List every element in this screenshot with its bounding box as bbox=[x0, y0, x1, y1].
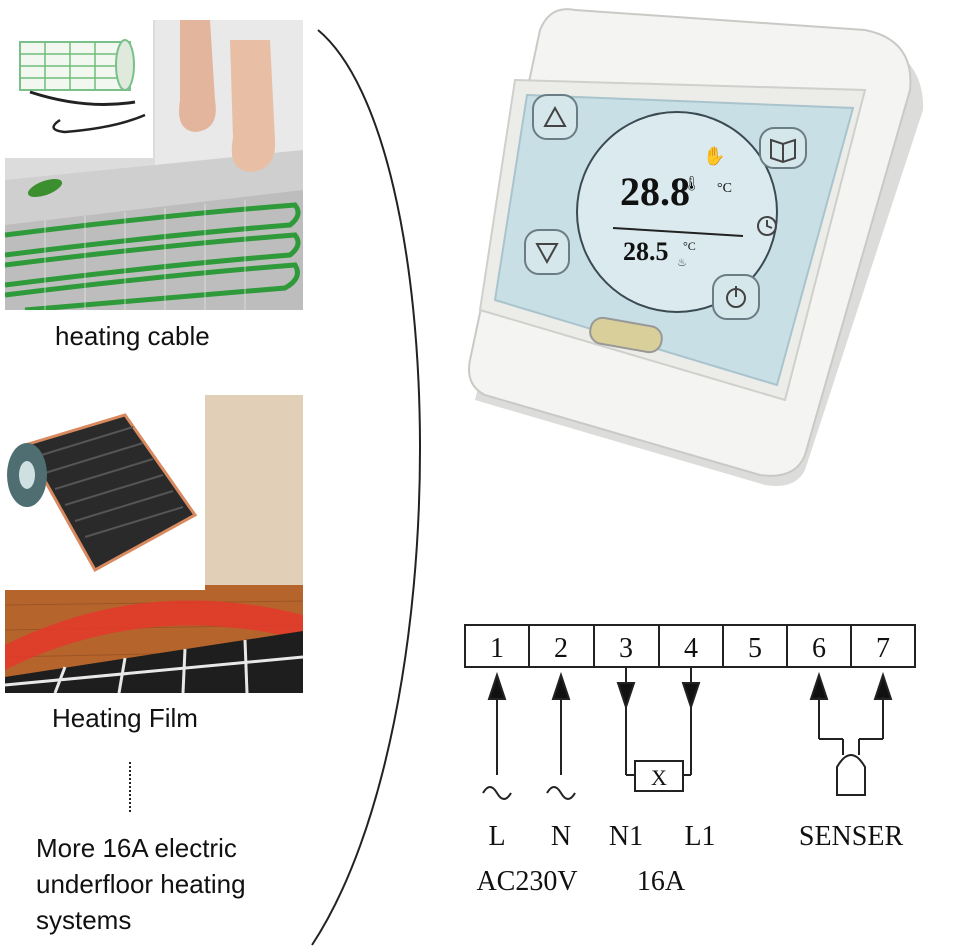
more-caption-line-2: underfloor heating bbox=[36, 869, 246, 899]
ac-symbol-l bbox=[482, 786, 512, 800]
down-arrow-button[interactable] bbox=[524, 229, 570, 275]
wiring-diagram: 1 2 3 4 5 6 7 bbox=[464, 624, 916, 897]
terminal-4: 4 bbox=[684, 633, 698, 664]
load-symbol: X bbox=[651, 765, 667, 790]
film-grid bbox=[4, 631, 304, 694]
wire-n bbox=[546, 671, 576, 800]
wire-l1 bbox=[681, 667, 701, 776]
thermometer-icon: 🌡 bbox=[683, 176, 701, 192]
label-current: 16A bbox=[637, 866, 686, 897]
more-caption-line-1: More 16A electric bbox=[36, 833, 237, 863]
wire-n1 bbox=[616, 667, 636, 776]
sub-temperature: 28.5 bbox=[623, 237, 669, 266]
main-temperature: 28.8 bbox=[620, 169, 690, 214]
label-n: N bbox=[551, 821, 571, 852]
label-n1: N1 bbox=[609, 821, 643, 852]
terminal-5: 5 bbox=[748, 633, 762, 664]
label-l1: L1 bbox=[684, 821, 715, 852]
ellipsis-dots bbox=[129, 762, 137, 812]
heating-film-illustration bbox=[4, 395, 304, 694]
up-arrow-button[interactable] bbox=[532, 94, 578, 140]
wire-l bbox=[482, 671, 512, 800]
device-latch bbox=[589, 316, 663, 354]
terminal-2: 2 bbox=[554, 633, 568, 664]
load-box bbox=[634, 760, 684, 792]
book-button[interactable] bbox=[759, 127, 807, 169]
terminal-strip bbox=[464, 624, 916, 668]
heating-cable-caption: heating cable bbox=[55, 321, 210, 351]
label-l: L bbox=[488, 821, 505, 852]
foot-right bbox=[230, 40, 276, 172]
heating-cable-illustration bbox=[4, 20, 303, 313]
heat-glow bbox=[5, 600, 303, 670]
thermostat-device: ✋ 28.8 °C 🌡 28.5 °C ♨ bbox=[468, 8, 924, 486]
divider-curve bbox=[311, 29, 421, 946]
sub-temperature-unit: °C bbox=[683, 239, 696, 253]
clock-icon bbox=[757, 216, 777, 236]
clock-button[interactable] bbox=[757, 216, 777, 236]
foot-left bbox=[179, 20, 216, 132]
terminal-3: 3 bbox=[619, 633, 633, 664]
heating-film-photo bbox=[4, 395, 304, 694]
display-circle bbox=[576, 111, 778, 313]
heating-cable-photo bbox=[4, 20, 303, 313]
label-senser: SENSER bbox=[799, 821, 904, 852]
wire-sensor bbox=[809, 671, 893, 755]
sensor-probe-icon bbox=[836, 754, 866, 796]
book-icon bbox=[770, 138, 796, 164]
cable-loops bbox=[4, 202, 301, 313]
terminal-6: 6 bbox=[812, 633, 826, 664]
main-temperature-unit: °C bbox=[717, 181, 732, 196]
terminal-1: 1 bbox=[490, 633, 504, 664]
more-caption-line-3: systems bbox=[36, 905, 132, 935]
down-arrow-icon bbox=[535, 243, 559, 265]
label-voltage: AC230V bbox=[476, 866, 577, 897]
terminal-7: 7 bbox=[876, 633, 890, 664]
flame-icon: ♨ bbox=[677, 257, 687, 269]
power-button[interactable] bbox=[712, 274, 760, 320]
hand-icon: ✋ bbox=[703, 145, 725, 166]
up-arrow-icon bbox=[543, 105, 567, 127]
more-systems-caption: More 16A electric underfloor heating sys… bbox=[36, 830, 306, 938]
heating-film-caption: Heating Film bbox=[52, 703, 198, 733]
ac-symbol-n bbox=[546, 786, 576, 800]
